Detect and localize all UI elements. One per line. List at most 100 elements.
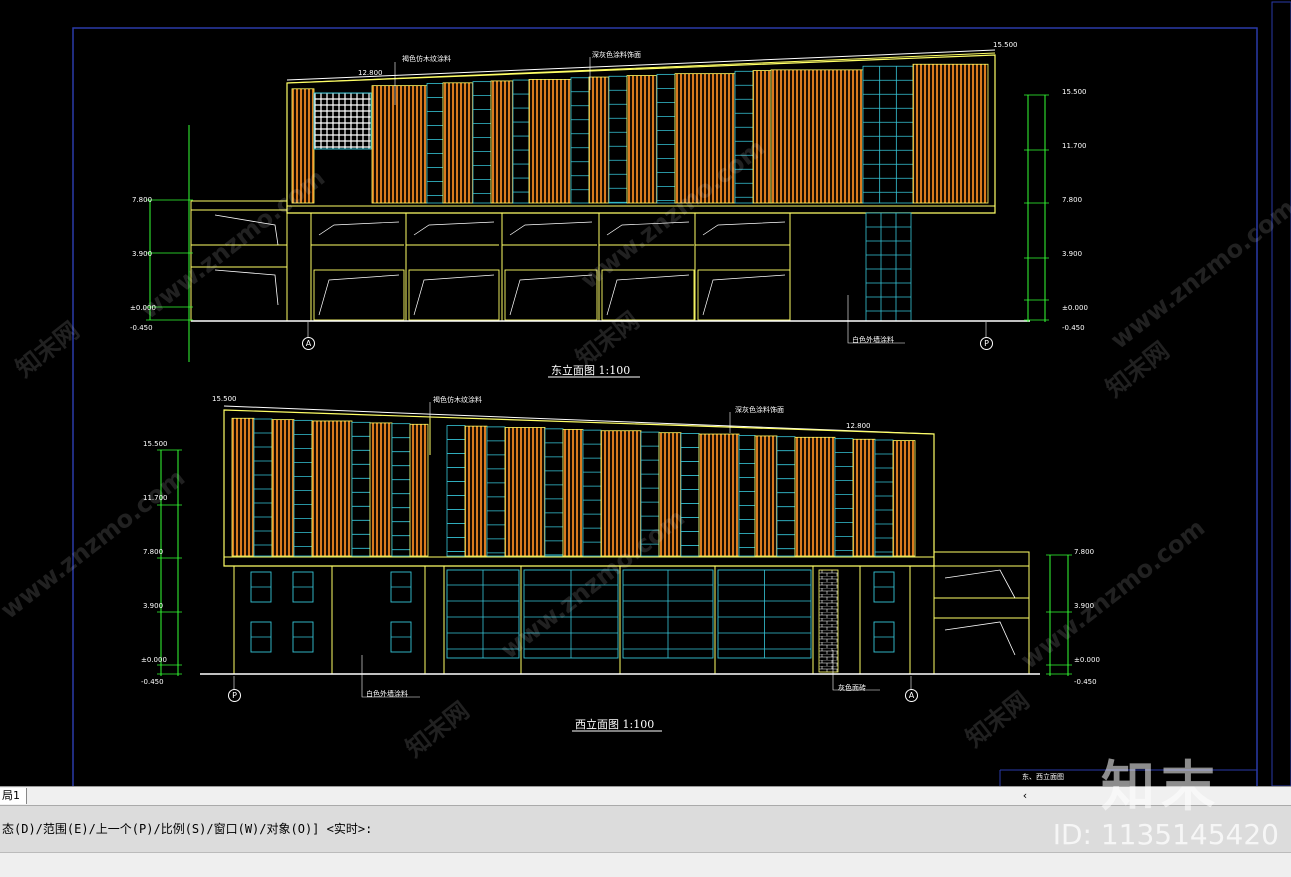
level-label: -0.450 — [130, 324, 153, 332]
wood-panel — [754, 435, 778, 557]
axis-marker-p-west: P — [228, 689, 241, 702]
bay-slope — [413, 221, 495, 236]
glass-strip — [656, 73, 676, 204]
bay-slope — [606, 274, 690, 316]
image-id-label: ID: 1135145420 — [1052, 818, 1279, 851]
level-label: ±0.000 — [141, 656, 167, 664]
cad-drawing-canvas[interactable] — [0, 0, 1291, 786]
scroll-left-icon[interactable]: ‹ — [1022, 789, 1028, 802]
glass-strip — [776, 436, 796, 557]
wood-panel — [311, 420, 353, 557]
command-prompt: 态(D)/范围(E)/上一个(P)/比例(S)/窗口(W)/对象(O)] <实时… — [2, 822, 373, 836]
layout-tab[interactable]: 局1 — [0, 788, 27, 804]
wood-panel — [852, 438, 876, 557]
axis-marker-a-east: A — [302, 337, 315, 350]
bay-slope — [702, 221, 786, 236]
bay-slope — [509, 274, 593, 316]
drawing-frame — [72, 27, 1258, 786]
sheet-title: 东、西立面图 — [1022, 773, 1064, 781]
brand-logo: 知末 — [1101, 755, 1221, 818]
level-label: 3.900 — [143, 602, 164, 610]
wood-panel — [562, 429, 584, 557]
glass-strip — [738, 435, 756, 557]
wood-panel — [588, 76, 610, 204]
east-top-level: 15.500 — [993, 41, 1018, 49]
level-label: 7.800 — [132, 196, 153, 204]
glass-strip — [351, 421, 371, 557]
layout-tab-bar: 局1 ‹ — [0, 786, 1291, 805]
level-label: 11.700 — [143, 494, 168, 502]
east-white-note: 白色外墙涂料 — [852, 336, 894, 344]
bay-slope — [413, 274, 495, 316]
axis-marker-p-east: P — [980, 337, 993, 350]
west-ground-floor — [233, 566, 911, 674]
east-ground-bays — [286, 213, 791, 321]
west-brick-note: 灰色面砖 — [838, 684, 866, 692]
level-label: 7.800 — [1074, 548, 1095, 556]
level-label: -0.450 — [141, 678, 164, 686]
west-elevation — [157, 402, 1072, 732]
glass-strip — [608, 75, 628, 204]
wood-panel — [442, 82, 474, 204]
wood-panel — [490, 80, 514, 204]
east-elevation — [146, 49, 1049, 378]
bay-frame — [408, 269, 500, 321]
wood-panel — [371, 85, 428, 204]
level-label: 7.800 — [1062, 196, 1083, 204]
west-white-note: 白色外墙涂料 — [366, 690, 408, 698]
glass-strip — [834, 438, 854, 557]
glass-strip — [391, 423, 411, 557]
east-elevation-title: 东立面图 1:100 — [551, 364, 631, 377]
west-annex — [933, 551, 1030, 675]
east-dim-ticks — [146, 94, 1049, 321]
command-line-area[interactable]: 态(D)/范围(E)/上一个(P)/比例(S)/窗口(W)/对象(O)] <实时… — [0, 805, 1291, 853]
glass-strip — [874, 439, 894, 557]
west-roof-level: 15.500 — [212, 395, 237, 403]
glass-tower — [865, 212, 912, 322]
glass-strip — [472, 81, 492, 204]
level-label: 15.500 — [143, 440, 168, 448]
bay-slope — [509, 221, 593, 236]
bay-frame — [313, 269, 405, 321]
glass-strip — [253, 418, 273, 557]
bay-frame — [601, 269, 695, 321]
glass-strip — [486, 426, 506, 557]
level-label: -0.450 — [1074, 678, 1097, 686]
bay-frame — [697, 269, 791, 321]
west-brick-column — [818, 569, 839, 673]
level-label: ±0.000 — [1074, 656, 1100, 664]
wood-panel — [464, 425, 488, 557]
wood-panel — [892, 440, 916, 557]
level-label: 11.700 — [1062, 142, 1087, 150]
bay-slope — [606, 221, 690, 236]
glass-strip — [293, 419, 313, 557]
wood-panel — [271, 419, 295, 557]
glass-strip — [426, 83, 444, 204]
status-bar — [0, 852, 1291, 877]
west-wood-note: 褐色仿木纹涂料 — [433, 396, 482, 404]
glass-strip — [862, 65, 914, 204]
bay-slope — [702, 274, 786, 316]
east-roof-line — [286, 49, 996, 81]
level-label: 3.900 — [1062, 250, 1083, 258]
wood-panel — [912, 63, 989, 204]
west-gray-note: 深灰色涂料饰面 — [735, 406, 784, 414]
glass-strip — [512, 79, 530, 204]
west-dim-ticks — [157, 449, 1072, 675]
wood-panel — [600, 430, 642, 557]
glass-strip — [544, 428, 564, 557]
east-patterned-window — [313, 92, 372, 150]
wood-panel — [770, 69, 864, 204]
glass-strip — [446, 425, 466, 557]
west-roof-line — [223, 405, 935, 435]
glass-strip — [570, 77, 590, 204]
east-roof-level: 12.800 — [358, 69, 383, 77]
wood-panel — [369, 422, 393, 557]
outer-frame-edge — [1271, 1, 1291, 786]
wood-panel — [291, 88, 315, 204]
bay-slope — [318, 274, 400, 316]
wood-panel — [752, 70, 772, 204]
level-label: ±0.000 — [130, 304, 156, 312]
wood-panel — [658, 432, 682, 557]
glass-strip — [640, 431, 660, 557]
